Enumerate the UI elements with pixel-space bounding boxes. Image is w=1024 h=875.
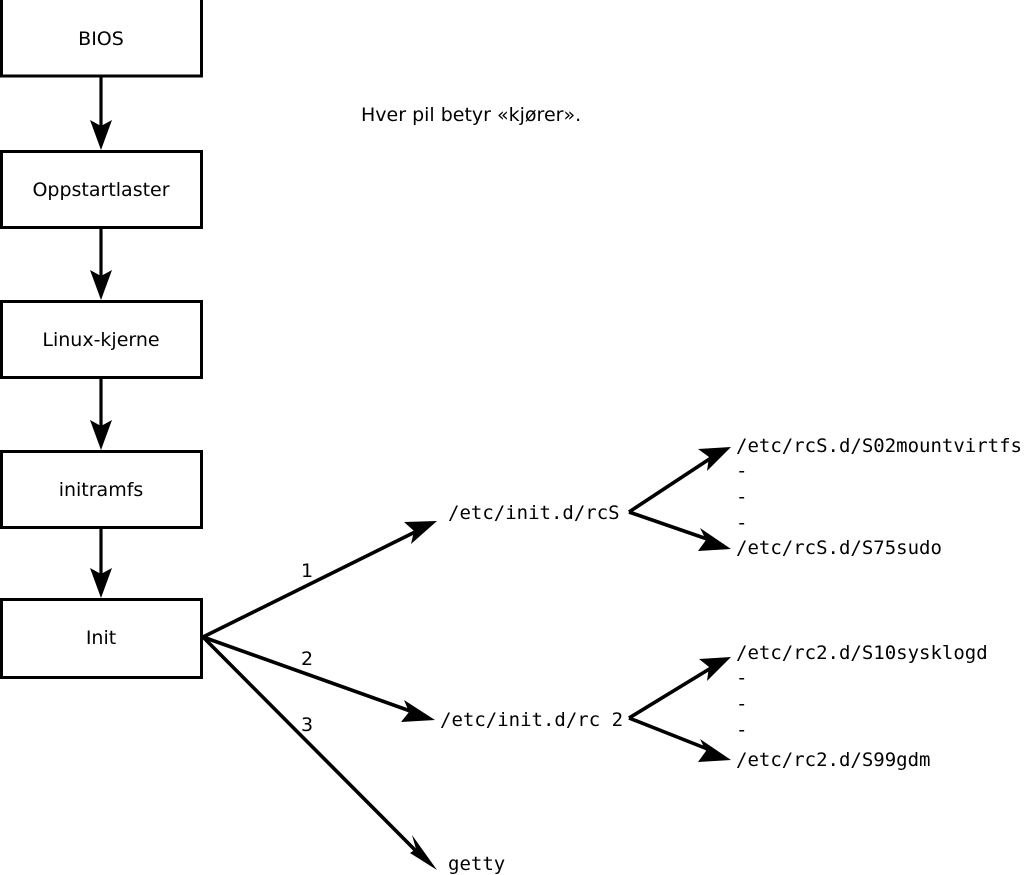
rcs-ellipsis-dash-3: - [736,512,747,534]
node-linux-kjerne: Linux-kjerne [0,300,203,379]
node-init: Init [0,598,203,679]
rcs-script-first-label: /etc/rcS.d/S02mountvirtfs [736,435,1022,457]
node-oppstartlaster-rect [0,150,203,229]
arrow-kjerne-to-initramfs [90,377,112,450]
node-bios-label: BIOS [78,28,124,50]
node-initramfs-label: initramfs [59,479,144,501]
arrowhead-rcs-to-last-script [698,528,731,551]
arrowhead-rcs-to-first-script [698,447,731,471]
branch-target-rc2-label: /etc/init.d/rc 2 [440,709,623,731]
arrowhead-init-branch-3 [410,835,437,870]
edge-label-1: 1 [301,560,313,582]
rc2-script-last-label: /etc/rc2.d/S99gdm [736,749,930,771]
edge-label-3: 3 [301,714,313,736]
arrowhead-bios-to-oppstartlaster [90,120,112,150]
arrow-oppstartlaster-to-kjerne [90,227,112,300]
arrowhead-initramfs-to-init [90,568,112,598]
arrowhead-rc2-to-last-script [698,739,731,762]
arrowhead-oppstartlaster-to-kjerne [90,270,112,300]
node-bios-rect [0,0,203,78]
arrowhead-kjerne-to-initramfs [90,420,112,450]
node-linux-kjerne-label: Linux-kjerne [42,329,159,351]
arrow-rcs-to-last-script [628,510,731,551]
rcs-ellipsis-dash-2: - [736,486,747,508]
rc2-ellipsis-dash-3: - [736,719,747,741]
arrowhead-rc2-to-first-script [699,657,731,681]
arrow-init-branch-3 [201,635,437,870]
node-initramfs: initramfs [0,450,203,529]
edge-label-2: 2 [301,648,313,670]
arrow-initramfs-to-init [90,527,112,598]
arrow-rcs-to-first-script [628,447,731,514]
rc2-script-first-label: /etc/rc2.d/S10sysklogd [736,642,988,664]
rc2-ellipsis-dash-1: - [736,667,747,689]
node-init-rect [0,598,203,679]
node-initramfs-rect [0,450,203,529]
arrowhead-init-branch-1 [404,521,437,544]
rc2-ellipsis-dash-2: - [736,693,747,715]
node-oppstartlaster-label: Oppstartlaster [32,179,169,201]
arrow-rc2-to-first-script [628,657,731,720]
arrow-rc2-to-last-script [628,716,731,762]
diagram-caption: Hver pil betyr «kjører». [361,104,581,126]
arrow-init-branch-1 [202,521,437,639]
node-oppstartlaster: Oppstartlaster [0,150,203,229]
arrow-bios-to-oppstartlaster [90,76,112,150]
arrow-init-branch-2 [202,635,435,722]
branch-target-getty-label: getty [448,853,505,875]
rcs-script-last-label: /etc/rcS.d/S75sudo [736,537,942,559]
rcs-ellipsis-dash-1: - [736,460,747,482]
node-init-label: Init [86,627,116,649]
branch-target-rcs-label: /etc/init.d/rcS [448,502,620,524]
arrowhead-init-branch-2 [401,700,435,722]
node-bios: BIOS [0,0,203,78]
